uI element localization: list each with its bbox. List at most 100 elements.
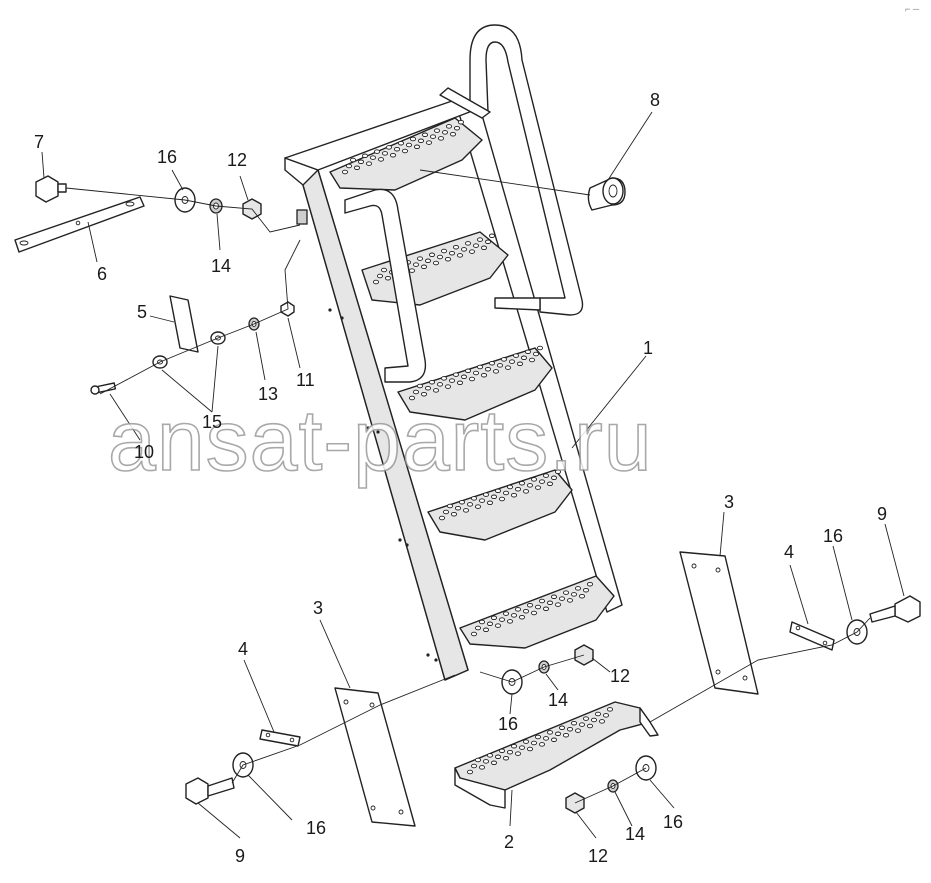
callout-14a: 14 xyxy=(211,256,231,276)
tread-hole xyxy=(514,486,522,492)
tread-hole xyxy=(502,490,510,496)
tread-hole xyxy=(357,159,365,165)
tread-hole xyxy=(401,148,409,154)
tread-hole xyxy=(582,716,590,721)
callout-13: 13 xyxy=(258,384,278,404)
tread-hole xyxy=(486,500,494,506)
leader-lines xyxy=(41,111,905,839)
tread-hole xyxy=(424,385,432,391)
tread-hole xyxy=(405,142,413,148)
tread-hole xyxy=(558,725,566,731)
tread-hole xyxy=(420,264,428,270)
tread-hole xyxy=(444,384,452,389)
callout-15: 15 xyxy=(202,412,222,432)
tread-hole xyxy=(582,587,590,593)
tread-hole xyxy=(482,492,490,497)
tread-hole xyxy=(440,248,448,254)
tread-hole xyxy=(484,239,492,245)
callout-16a: 16 xyxy=(157,147,177,167)
tread-hole xyxy=(492,369,500,374)
tread-hole xyxy=(488,233,496,239)
tread-hole xyxy=(442,509,450,515)
tread-hole xyxy=(482,627,490,633)
tread-hole xyxy=(361,153,369,159)
tread-hole xyxy=(554,731,562,737)
tread-hole xyxy=(530,477,538,482)
tread-hole xyxy=(510,492,518,498)
callout-16b: 16 xyxy=(498,714,518,734)
tread-hole xyxy=(598,719,606,724)
tread-hole xyxy=(446,503,454,509)
tread-hole xyxy=(510,743,518,749)
tread-hole xyxy=(425,140,433,145)
tread-hole xyxy=(476,237,484,242)
mount-plate-left xyxy=(334,687,416,827)
tread-hole xyxy=(534,604,542,610)
left-handrail xyxy=(344,188,427,383)
tread-hole xyxy=(550,594,558,600)
tread-hole xyxy=(554,469,562,475)
callout-8: 8 xyxy=(650,90,660,110)
callout-3a: 3 xyxy=(313,598,323,618)
tread-hole xyxy=(429,134,437,139)
tread-hole xyxy=(562,732,570,738)
tread-hole xyxy=(526,483,534,488)
tread-hole xyxy=(524,349,532,355)
tread-hole xyxy=(570,592,578,597)
tread-hole xyxy=(522,739,530,744)
tread-hole xyxy=(372,279,380,285)
tread-hole xyxy=(397,140,405,146)
callout-9a: 9 xyxy=(877,504,887,524)
tread-hole xyxy=(506,619,514,624)
tread-hole xyxy=(421,132,429,138)
callout-7: 7 xyxy=(34,132,44,152)
tread-hole xyxy=(440,376,448,381)
tread-hole xyxy=(506,749,514,755)
tread-hole xyxy=(486,753,494,758)
tread-hole xyxy=(384,275,392,281)
tread-hole xyxy=(408,268,416,273)
tread-hole xyxy=(448,250,456,256)
tread-hole xyxy=(526,602,534,608)
tread-hole xyxy=(558,596,566,601)
tread-hole xyxy=(488,360,496,366)
watermark-text: ansat-parts.ru xyxy=(108,393,653,489)
ladder-assembly xyxy=(284,24,623,681)
callout-12a: 12 xyxy=(227,150,247,170)
tread-hole xyxy=(470,763,478,769)
tread-hole xyxy=(542,736,550,741)
tread-hole xyxy=(432,260,440,266)
tread-hole xyxy=(365,161,373,166)
tread-hole xyxy=(494,623,502,628)
tread-hole xyxy=(534,485,542,490)
tread-hole xyxy=(602,713,610,718)
tread-hole xyxy=(464,241,472,246)
tread-hole xyxy=(408,395,416,401)
tread-hole xyxy=(432,388,440,393)
tread-hole xyxy=(490,615,498,621)
tread-hole xyxy=(470,631,478,637)
tread-hole xyxy=(450,511,458,517)
tread-hole xyxy=(522,489,530,494)
tread-hole xyxy=(458,499,466,505)
tread-hole xyxy=(452,372,460,377)
tread-hole xyxy=(452,244,460,250)
tread-hole xyxy=(438,515,446,521)
tread-hole xyxy=(562,590,570,595)
tread-hole xyxy=(377,157,385,162)
tread-hole xyxy=(504,365,512,370)
tread-hole xyxy=(437,136,445,141)
tread-hole xyxy=(498,748,506,754)
callout-6: 6 xyxy=(97,264,107,284)
tread-hole xyxy=(389,152,397,158)
tread-hole xyxy=(496,363,504,368)
tread-hole xyxy=(542,473,550,478)
tread-hole xyxy=(522,608,530,614)
tread-hole xyxy=(546,600,554,606)
tread-hole xyxy=(506,484,514,490)
tread-hole xyxy=(376,273,384,279)
tread-hole xyxy=(578,722,586,727)
callout-10: 10 xyxy=(134,442,154,462)
tread-hole xyxy=(341,169,349,175)
